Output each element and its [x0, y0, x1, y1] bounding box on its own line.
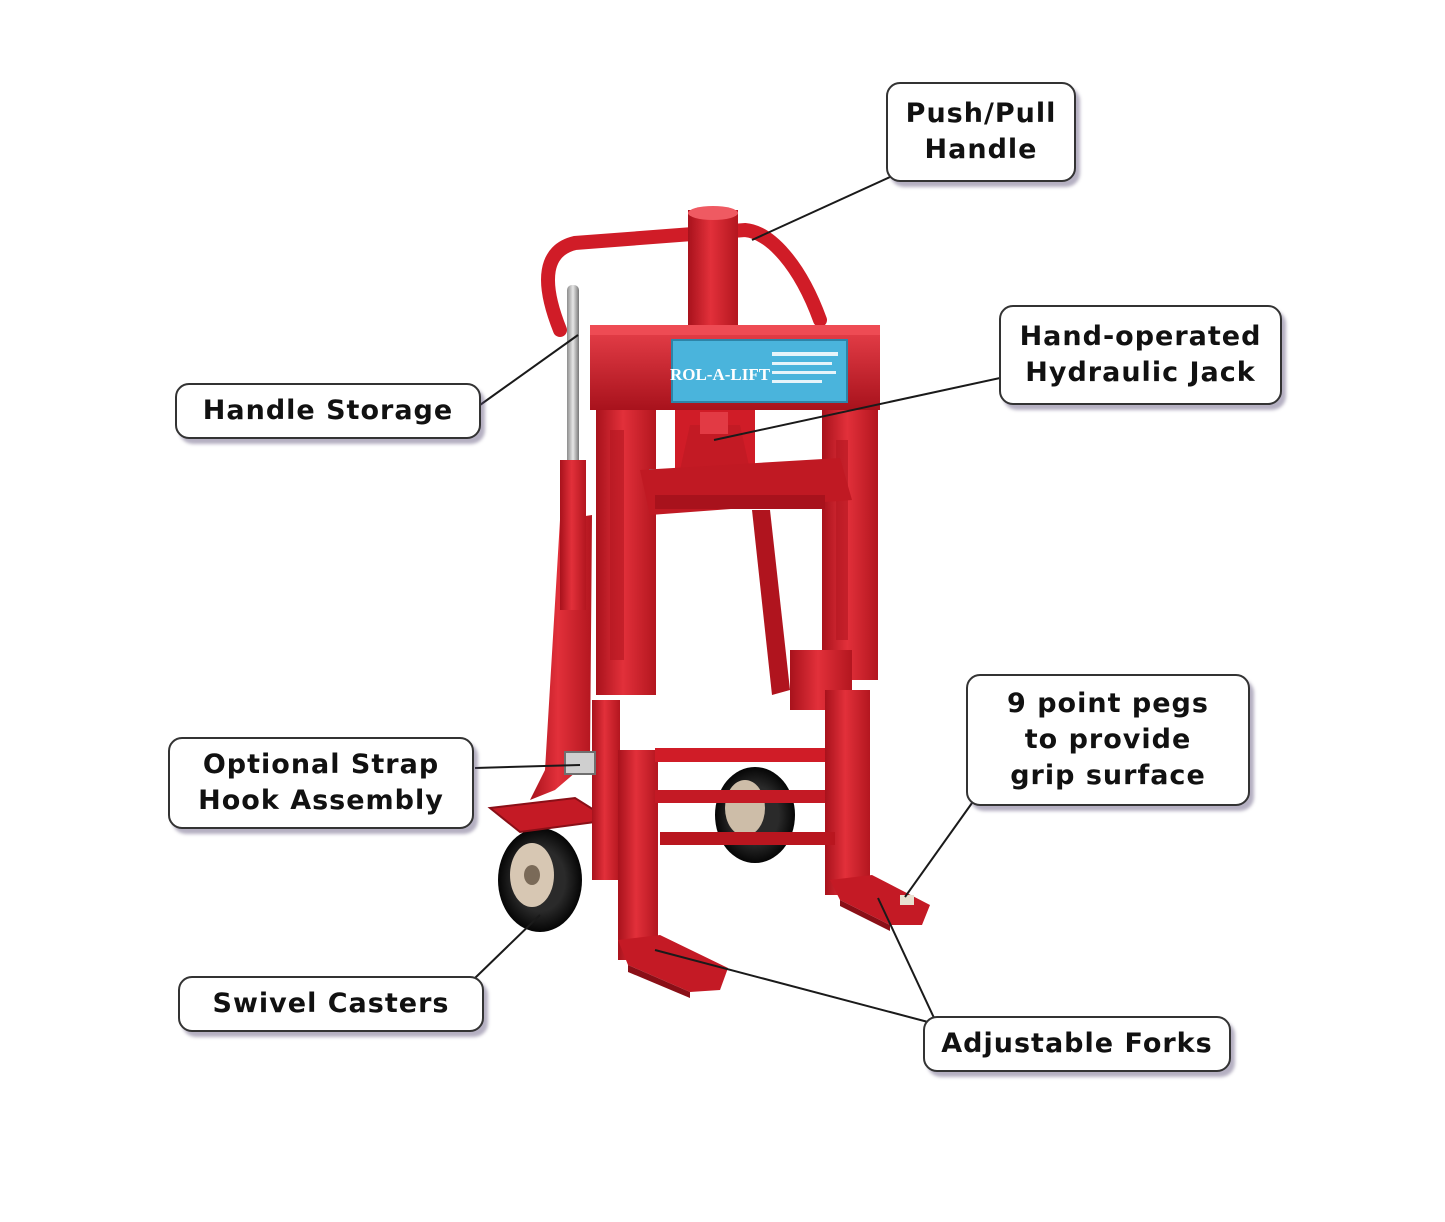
leader-swivel-casters [474, 914, 541, 979]
leader-adjustable-forks-right [877, 897, 936, 1021]
callout-grip-pegs-line1: 9 point pegs [1007, 688, 1209, 719]
callout-swivel-casters: Swivel Casters [178, 976, 484, 1032]
callout-hydraulic-jack: Hand-operated Hydraulic Jack [999, 305, 1282, 405]
callout-push-pull-handle: Push/Pull Handle [886, 82, 1076, 182]
leader-hydraulic-jack [713, 377, 1001, 441]
logo-text: ROL-A-LIFT [670, 365, 771, 384]
callout-push-pull-handle-line1: Push/Pull [905, 98, 1057, 129]
callout-strap-hook: Optional Strap Hook Assembly [168, 737, 474, 829]
callout-hydraulic-jack-line2: Hydraulic Jack [1025, 357, 1256, 388]
callout-grip-pegs-line2: to provide [1024, 724, 1192, 755]
leader-handle-storage [479, 334, 579, 406]
callout-strap-hook-line2: Hook Assembly [198, 785, 444, 816]
callout-grip-pegs-line3: grip surface [1010, 760, 1206, 791]
callout-handle-storage: Handle Storage [175, 383, 481, 439]
rol-a-lift-machine: ROL-A-LIFT [487, 206, 930, 998]
callout-handle-storage-line1: Handle Storage [202, 395, 454, 426]
left-fork-icon [592, 700, 728, 998]
callout-hydraulic-jack-line1: Hand-operated [1019, 321, 1262, 352]
leader-push-pull-handle [751, 176, 891, 241]
leader-strap-hook [474, 764, 581, 769]
callout-adjustable-forks-line1: Adjustable Forks [941, 1028, 1213, 1059]
leader-adjustable-forks-left [654, 949, 929, 1023]
rear-right-caster-icon [715, 767, 795, 863]
callout-swivel-casters-line1: Swivel Casters [212, 988, 450, 1019]
callout-grip-pegs: 9 point pegs to provide grip surface [966, 674, 1250, 806]
strap-hook-icon [564, 751, 596, 775]
leader-grip-pegs [904, 802, 973, 898]
handle-storage-rod-icon [560, 285, 586, 610]
leader-lines [474, 176, 1001, 1023]
callout-push-pull-handle-line2: Handle [924, 134, 1038, 165]
callout-adjustable-forks: Adjustable Forks [923, 1016, 1231, 1072]
rear-left-caster-icon [498, 828, 582, 932]
callout-strap-hook-line1: Optional Strap [202, 749, 440, 780]
